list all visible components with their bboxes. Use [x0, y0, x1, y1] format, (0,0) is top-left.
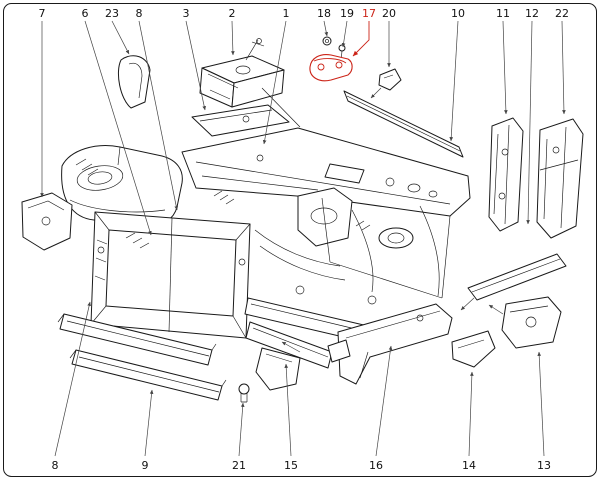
callout-top-1[interactable]: 1: [283, 7, 290, 20]
callout-top-8[interactable]: 8: [136, 7, 143, 20]
callout-bottom-14[interactable]: 14: [462, 459, 476, 472]
callout-top-19[interactable]: 19: [340, 7, 354, 20]
part-10-strip: [343, 90, 464, 158]
cowl-panel: [181, 127, 471, 217]
left-wheelhouse: [61, 145, 183, 227]
callout-top-12[interactable]: 12: [525, 7, 539, 20]
part-14-wedge: [451, 330, 496, 368]
part-2-tray-box: [199, 38, 301, 128]
callout-bottom-13[interactable]: 13: [537, 459, 551, 472]
callout-bottom-16[interactable]: 16: [369, 459, 383, 472]
part-13-bracket: [501, 296, 562, 349]
part-18-nut: [322, 36, 332, 46]
callout-top-18[interactable]: 18: [317, 7, 331, 20]
callout-top-7[interactable]: 7: [39, 7, 46, 20]
part-3-support-plate: [191, 104, 290, 137]
callout-top-2[interactable]: 2: [229, 7, 236, 20]
callout-top-3[interactable]: 3: [183, 7, 190, 20]
callout-top-23[interactable]: 23: [105, 7, 119, 20]
callout-top-10[interactable]: 10: [451, 7, 465, 20]
callout-top-22[interactable]: 22: [555, 7, 569, 20]
callouts-top: 7 6 23 8 3 2 1 18 19 17 20 10 11 12 22: [39, 7, 570, 20]
part-21-bolt: [238, 383, 250, 403]
leader-lines: [40, 20, 566, 457]
part-16-side-member: [327, 303, 453, 385]
lower-cross-rails: [244, 297, 369, 391]
callout-bottom-8[interactable]: 8: [52, 459, 59, 472]
part-11-panel: [488, 117, 524, 232]
callout-top-6[interactable]: 6: [82, 7, 89, 20]
part-22-panel: [536, 118, 584, 239]
callout-top-17-highlighted[interactable]: 17: [362, 7, 376, 20]
part-17-highlighted-bracket: [309, 54, 353, 82]
bumper-beams: [57, 313, 227, 401]
part-20-clip: [378, 68, 402, 91]
radiator-support-frame: [90, 211, 251, 339]
main-assembly: [57, 127, 471, 401]
part-7-bracket: [21, 192, 73, 251]
callout-top-20[interactable]: 20: [382, 7, 396, 20]
callout-bottom-9[interactable]: 9: [142, 459, 149, 472]
part-12-side-rail: [467, 253, 567, 301]
strut-towers: [213, 187, 451, 305]
part-23-pillar-piece: [117, 55, 151, 109]
callouts-bottom: 8 9 21 15 16 14 13: [52, 459, 552, 472]
callout-bottom-15[interactable]: 15: [284, 459, 298, 472]
callout-bottom-21[interactable]: 21: [232, 459, 246, 472]
diagram-border: [3, 3, 597, 477]
highlight-leader-17: [352, 21, 370, 57]
callout-top-11[interactable]: 11: [496, 7, 510, 20]
